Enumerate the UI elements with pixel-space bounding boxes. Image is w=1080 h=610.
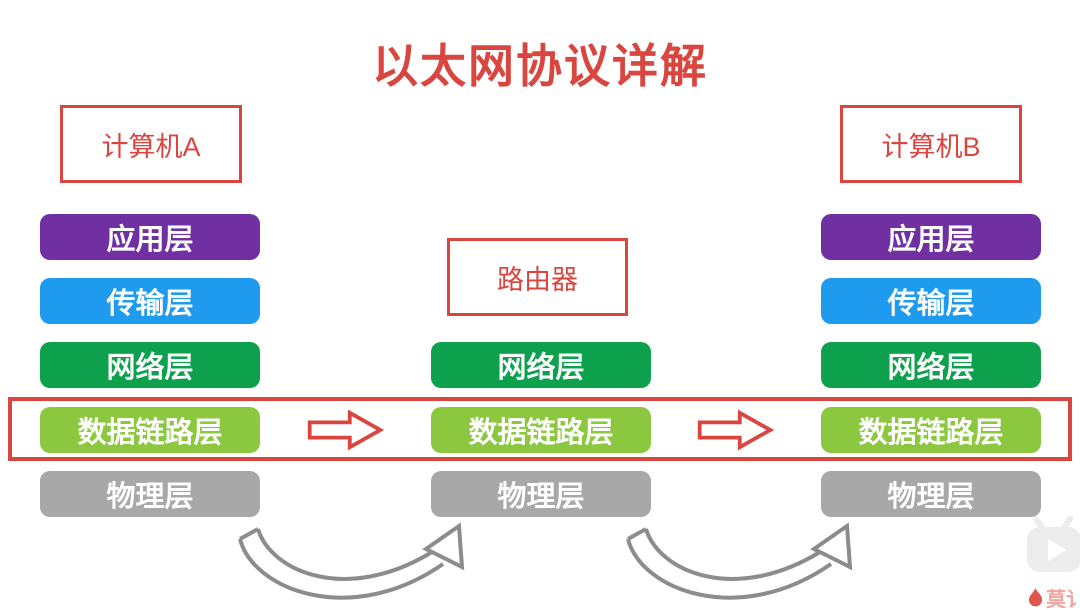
datalink-arrow-right-icon-2 [697,409,774,451]
computer-a-label: 计算机A [101,131,201,162]
computer-b-box: 计算机B [840,105,1022,183]
tv-play-icon[interactable] [1022,516,1080,576]
page-title: 以太网协议详解 [372,40,708,92]
router-box: 路由器 [447,238,628,316]
layer-box-physical-b: 物理层 [821,471,1041,517]
layer-box-application-a: 应用层 [40,214,260,260]
layer-box-physical-a: 物理层 [40,471,260,517]
computer-a-box: 计算机A [60,105,242,183]
layer-box-transport-b: 传输层 [821,278,1041,324]
flame-icon [1028,587,1043,606]
router-label: 路由器 [497,264,578,295]
brand-watermark-text: 莫讠 [1046,588,1080,610]
layer-box-network-b: 网络层 [821,342,1041,388]
layer-box-datalink-a: 数据链路层 [40,407,260,453]
layer-box-datalink-router: 数据链路层 [431,407,651,453]
physical-curved-arrow-icon-2 [626,522,853,600]
layer-box-application-b: 应用层 [821,214,1041,260]
brand-watermark: 莫讠 [1028,584,1080,610]
computer-b-label: 计算机B [881,131,981,162]
layer-box-network-a: 网络层 [40,342,260,388]
datalink-highlight-frame [8,397,1072,461]
datalink-arrow-right-icon-1 [307,409,384,451]
layer-box-datalink-b: 数据链路层 [821,407,1041,453]
layer-box-network-router: 网络层 [431,342,651,388]
physical-curved-arrow-icon-1 [238,522,465,600]
layer-box-transport-a: 传输层 [40,278,260,324]
layer-box-physical-router: 物理层 [431,471,651,517]
